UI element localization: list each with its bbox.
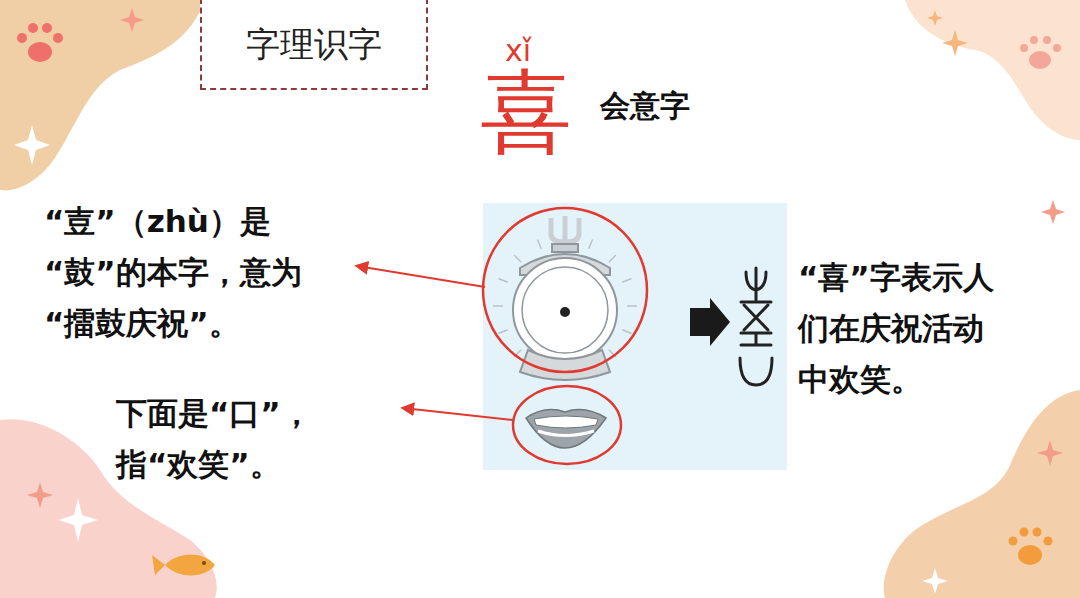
sparkle (27, 8, 1065, 508)
oracle-glyph (740, 268, 772, 385)
drum-rays (493, 234, 637, 373)
explanation-text: “壴”（zhù）是 “鼓”的本字，意为 “擂鼓庆祝”。 (44, 196, 349, 349)
title-box: 字理识字 (200, 0, 428, 90)
sparkle (927, 10, 968, 56)
sparkle (14, 125, 948, 594)
headword: 喜 (480, 62, 572, 163)
character-type: 会意字 (600, 88, 690, 124)
leader-arrow (403, 408, 513, 420)
drum-ray (609, 255, 616, 262)
drum-ray (627, 305, 637, 307)
drum-ray (537, 239, 541, 248)
leader-arrow (357, 266, 485, 287)
highlight-ring (513, 386, 621, 464)
drum-ray (498, 330, 507, 334)
drum-dot (560, 307, 570, 317)
drum-ray (493, 305, 503, 307)
illustration-panel (483, 203, 787, 470)
block-arrow (690, 298, 730, 346)
drum-ray (498, 278, 507, 282)
drum-figure (513, 216, 617, 380)
highlight-ring (483, 208, 647, 372)
mouth-figure (526, 410, 606, 448)
box-title: 字理识字 (246, 24, 382, 65)
corner-blob (0, 0, 205, 190)
drum-ray (589, 239, 593, 248)
drum-ray (622, 278, 631, 282)
drum-ray (514, 255, 521, 262)
paw-icon (1009, 528, 1053, 566)
corner-blob (905, 0, 1080, 140)
paw-icon (1020, 36, 1061, 69)
drum-ray (622, 330, 631, 334)
corner-blob (884, 390, 1080, 598)
fish-icon (152, 554, 215, 575)
explanation-text: 下面是“口”， 指“欢笑”。 (116, 388, 346, 490)
explanation-text: “喜”字表示人 们在庆祝活动 中欢笑。 (798, 252, 1038, 405)
paw-icon (17, 23, 63, 62)
